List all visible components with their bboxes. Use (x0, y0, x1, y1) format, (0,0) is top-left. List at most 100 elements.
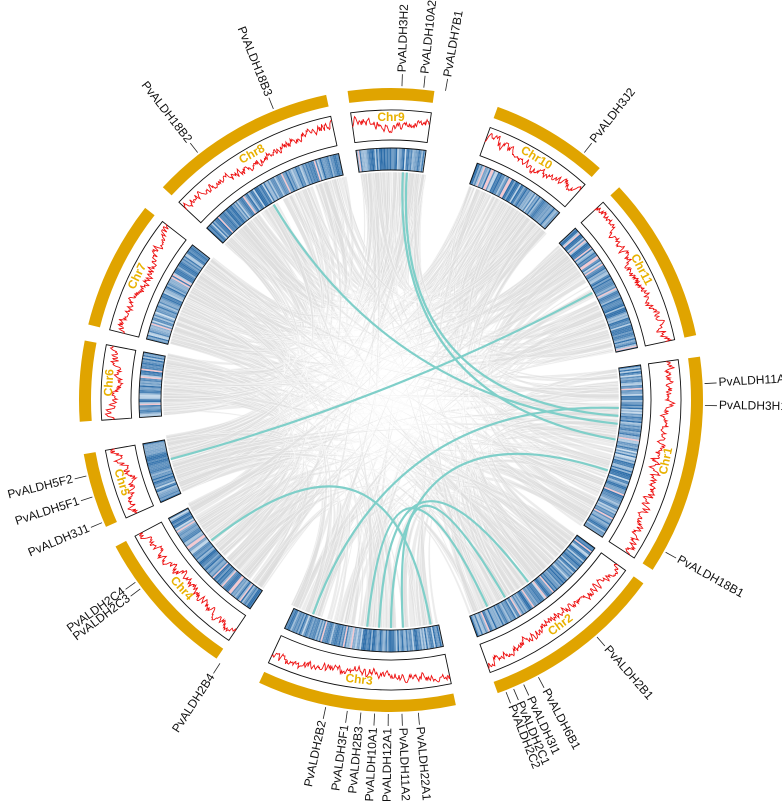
heatmap-bin (159, 299, 180, 310)
heatmap-bin (243, 586, 258, 606)
heatmap-bin (151, 471, 173, 480)
heatmap-bin (183, 530, 203, 545)
heatmap-bin (157, 485, 179, 496)
heatmap-bin (560, 554, 578, 571)
heatmap-bin (291, 167, 302, 189)
heatmap-bin (150, 324, 172, 333)
heatmap-bin (354, 627, 360, 650)
heatmap-bin (611, 328, 634, 337)
heatmap-bin (333, 623, 340, 646)
gene-label: PvALDH2B4 (169, 671, 218, 735)
synteny-ribbon (476, 229, 588, 520)
heatmap-bin (368, 148, 372, 171)
heatmap-bin (613, 458, 635, 466)
heatmap-bin (573, 538, 593, 554)
heatmap-bin (518, 190, 532, 210)
synteny-ribbon (189, 290, 328, 609)
heatmap-bin (264, 181, 277, 202)
heatmap-bin (619, 375, 642, 380)
heatmap-bin (184, 531, 204, 546)
heatmap-bin (242, 195, 257, 215)
heatmap-bin (180, 260, 200, 274)
heatmap-track-frame (469, 534, 596, 638)
heatmap-bin (476, 165, 486, 187)
synteny-ribbon (163, 173, 370, 383)
heatmap-bin (150, 322, 173, 331)
heatmap-bin (526, 196, 541, 215)
heatmap-bin (563, 233, 582, 250)
synteny-ribbon (164, 173, 426, 373)
heatmap-bin (320, 157, 329, 180)
heatmap-bin (577, 251, 596, 266)
heatmap-bin (598, 498, 619, 509)
heatmap-bin (369, 148, 373, 171)
heatmap-bin (498, 602, 510, 624)
heatmap-bin (317, 158, 326, 180)
heatmap-bin (182, 529, 202, 544)
heatmap-bin (223, 571, 240, 590)
heatmap-bin (155, 309, 177, 319)
heatmap-bin (571, 541, 590, 557)
heatmap-bin (303, 163, 313, 185)
heatmap-bin (609, 470, 631, 479)
heatmap-bin (194, 544, 213, 560)
heatmap-bin (351, 627, 357, 650)
heatmap-bin (317, 619, 325, 642)
heatmap-bin (145, 450, 168, 458)
heatmap-bin (287, 169, 298, 191)
heatmap-bin (273, 176, 286, 197)
heatmap-bin (229, 205, 245, 224)
heatmap-bin (403, 148, 407, 171)
heatmap-bin (409, 148, 413, 171)
heatmap-bin (578, 254, 598, 269)
heatmap-bin (538, 575, 555, 594)
heatmap-bin (160, 296, 182, 308)
heatmap-bin (589, 515, 609, 528)
heatmap-bin (593, 508, 614, 520)
heatmap-bin (487, 171, 499, 192)
heatmap-bin (356, 627, 361, 650)
heatmap-bin (385, 629, 388, 652)
heatmap-bin (139, 389, 162, 393)
heatmap-bin (592, 509, 613, 522)
heatmap-bin (197, 547, 216, 563)
line-track-frame (580, 201, 676, 347)
heatmap-bin (620, 408, 643, 411)
heatmap-bin (533, 201, 549, 221)
heatmap-bin (519, 191, 534, 211)
heatmap-bin (210, 560, 227, 577)
heatmap-bin (613, 334, 635, 342)
heatmap-bin (177, 522, 198, 536)
heatmap-bin (615, 345, 638, 352)
heatmap-bin (611, 463, 634, 472)
heatmap-bin (565, 236, 584, 252)
heatmap-bin (505, 598, 518, 619)
gene-label: PvALDH11A2 (396, 728, 413, 801)
heatmap-bin (226, 574, 243, 593)
heatmap-bin (380, 629, 383, 652)
heatmap-bin (220, 213, 237, 231)
heatmap-bin (152, 316, 174, 326)
heatmap-bin (619, 428, 642, 433)
heatmap-bin (577, 253, 597, 268)
heatmap-bin (589, 514, 610, 527)
heatmap-bin (559, 555, 577, 572)
density-line (271, 652, 451, 684)
gene-leader-line (80, 496, 93, 502)
heatmap-bin (383, 148, 386, 171)
heatmap-bin (365, 628, 369, 651)
heatmap-bin (392, 629, 395, 652)
heatmap-bin (619, 422, 642, 427)
heatmap-bin (478, 167, 489, 188)
heatmap-bin (206, 227, 224, 244)
heatmap-bin (475, 613, 485, 635)
gene-leader-line (445, 78, 449, 91)
heatmap-bin (149, 325, 172, 334)
heatmap-bin (620, 389, 643, 392)
heatmap-bin (374, 629, 378, 652)
heatmap-bin (619, 367, 642, 373)
heatmap-bin (562, 551, 581, 568)
chromosome-label: Chr1 (656, 446, 676, 476)
heatmap-bin (246, 192, 260, 212)
heatmap-bin (620, 383, 643, 387)
